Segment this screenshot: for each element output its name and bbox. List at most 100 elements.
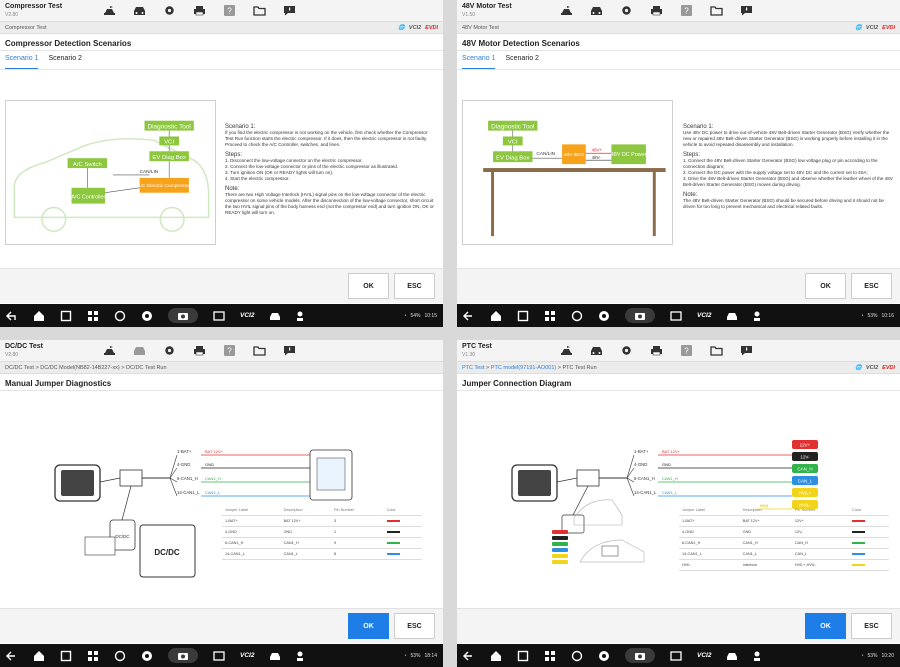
vci-status[interactable]: VCI2 (697, 312, 712, 319)
breadcrumb-item[interactable]: Compressor Test (5, 24, 47, 31)
gear-icon[interactable] (620, 345, 633, 356)
home-icon[interactable] (33, 310, 45, 322)
system-nav-bar: VCI2 ◔53%10:20 (457, 644, 900, 667)
message-icon[interactable] (283, 345, 296, 356)
printer-icon[interactable] (650, 5, 663, 16)
home-icon[interactable] (490, 310, 502, 322)
vci-status[interactable]: VCI2 (240, 652, 255, 659)
message-icon[interactable] (283, 5, 296, 16)
tab-scenario-1[interactable]: Scenario 1 (462, 55, 496, 69)
folder-icon[interactable] (710, 5, 723, 16)
camera-icon[interactable] (625, 648, 655, 663)
recent-apps-icon[interactable] (60, 310, 72, 322)
recent-apps-icon[interactable] (517, 650, 529, 662)
vci-badge: VCI2 (408, 24, 422, 31)
breadcrumb-item[interactable]: DC/DC Test (5, 364, 34, 371)
settings-icon[interactable] (571, 310, 583, 322)
ok-button[interactable]: OK (348, 273, 389, 299)
screen-record-icon[interactable] (670, 310, 682, 322)
gear-icon[interactable] (163, 5, 176, 16)
box-ev-diag-box (493, 151, 533, 163)
browser-icon[interactable] (598, 650, 610, 662)
car-icon[interactable] (590, 5, 603, 16)
grid-icon[interactable] (544, 650, 556, 662)
gear-icon[interactable] (620, 5, 633, 16)
ok-button[interactable]: OK (348, 613, 389, 639)
ok-button[interactable]: OK (805, 273, 846, 299)
home-icon[interactable] (490, 650, 502, 662)
repair-icon[interactable] (753, 310, 765, 322)
back-icon[interactable] (6, 310, 18, 322)
back-icon[interactable] (463, 310, 475, 322)
browser-icon[interactable] (141, 650, 153, 662)
car-transfer-icon[interactable] (560, 345, 573, 356)
help-icon[interactable]: ? (680, 345, 693, 356)
vci-status[interactable]: VCI2 (697, 652, 712, 659)
breadcrumb-item[interactable]: DC/DC Test Run (125, 364, 167, 371)
screen-record-icon[interactable] (213, 310, 225, 322)
breadcrumb-item[interactable]: PTC model(97191-AO001) (490, 364, 557, 371)
help-icon[interactable]: ? (223, 345, 236, 356)
camera-icon[interactable] (168, 308, 198, 323)
tab-scenario-2[interactable]: Scenario 2 (48, 55, 82, 62)
settings-icon[interactable] (114, 310, 126, 322)
settings-icon[interactable] (571, 650, 583, 662)
camera-icon[interactable] (168, 648, 198, 663)
esc-button[interactable]: ESC (851, 613, 892, 639)
car-transfer-icon[interactable] (103, 5, 116, 16)
breadcrumb-item[interactable]: 48V Motor Test (462, 24, 499, 31)
vci-status[interactable]: VCI2 (240, 312, 255, 319)
car-icon[interactable] (590, 345, 603, 356)
table-header: Jumper Label Description Pin Number Colo… (222, 505, 422, 516)
breadcrumb-item[interactable]: PTC Test Run (562, 364, 597, 371)
printer-icon[interactable] (193, 5, 206, 16)
message-icon[interactable] (740, 5, 753, 16)
home-icon[interactable] (33, 650, 45, 662)
screen-record-icon[interactable] (213, 650, 225, 662)
vehicle-status-icon[interactable] (726, 650, 738, 662)
grid-icon[interactable] (87, 650, 99, 662)
recent-apps-icon[interactable] (517, 310, 529, 322)
color-cell (849, 537, 889, 549)
camera-icon[interactable] (625, 308, 655, 323)
table-leg (491, 172, 495, 237)
esc-button[interactable]: ESC (851, 273, 892, 299)
toolbar-icons: ? (560, 345, 753, 356)
car-transfer-icon[interactable] (560, 5, 573, 16)
vehicle-status-icon[interactable] (726, 310, 738, 322)
message-icon[interactable] (740, 345, 753, 356)
breadcrumb-item[interactable]: PTC Test (462, 364, 485, 371)
ok-button[interactable]: OK (805, 613, 846, 639)
grid-icon[interactable] (544, 310, 556, 322)
repair-icon[interactable] (753, 650, 765, 662)
car-transfer-icon[interactable] (103, 345, 116, 356)
repair-icon[interactable] (296, 650, 308, 662)
repair-icon[interactable] (296, 310, 308, 322)
help-icon[interactable]: ? (223, 5, 236, 16)
tab-scenario-1[interactable]: Scenario 1 (5, 55, 39, 69)
back-icon[interactable] (6, 650, 18, 662)
car-icon[interactable] (133, 5, 146, 16)
gear-icon[interactable] (163, 345, 176, 356)
tab-scenario-2[interactable]: Scenario 2 (505, 55, 539, 62)
esc-button[interactable]: ESC (394, 613, 435, 639)
esc-button[interactable]: ESC (394, 273, 435, 299)
printer-icon[interactable] (650, 345, 663, 356)
back-icon[interactable] (463, 650, 475, 662)
recent-apps-icon[interactable] (60, 650, 72, 662)
browser-icon[interactable] (141, 310, 153, 322)
breadcrumb-item[interactable]: DC/DC Model(NB82-14B227-xx) (40, 364, 120, 371)
car-icon[interactable] (133, 345, 146, 356)
folder-icon[interactable] (253, 5, 266, 16)
screen-record-icon[interactable] (670, 650, 682, 662)
help-icon[interactable]: ? (680, 5, 693, 16)
grid-icon[interactable] (87, 310, 99, 322)
printer-icon[interactable] (193, 345, 206, 356)
vehicle-status-icon[interactable] (269, 650, 281, 662)
browser-icon[interactable] (598, 310, 610, 322)
folder-icon[interactable] (710, 345, 723, 356)
vehicle-status-icon[interactable] (269, 310, 281, 322)
settings-icon[interactable] (114, 650, 126, 662)
folder-icon[interactable] (253, 345, 266, 356)
